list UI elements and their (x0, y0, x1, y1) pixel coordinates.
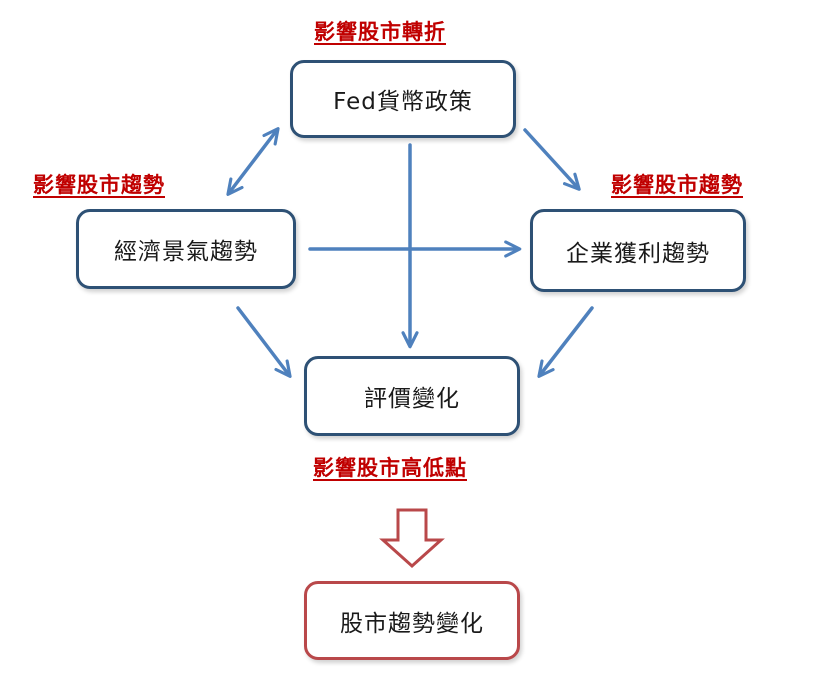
arrow-fed-earnings (523, 128, 581, 191)
node-earnings-trend: 企業獲利趨勢 (530, 209, 746, 292)
node-market-trend-change: 股市趨勢變化 (304, 581, 520, 660)
caption-economy: 影響股市趨勢 (33, 173, 165, 197)
caption-earnings: 影響股市趨勢 (611, 173, 743, 197)
node-economy-trend: 經濟景氣趨勢 (76, 209, 296, 289)
arrow-economy-valuation (236, 306, 292, 378)
arrow-fed-economy (226, 127, 280, 196)
node-valuation-change: 評價變化 (304, 356, 520, 436)
down-arrow-icon (379, 508, 445, 569)
arrow-earnings-valuation (537, 306, 594, 378)
caption-valuation: 影響股市高低點 (313, 456, 467, 480)
node-fed-policy: Fed貨幣政策 (290, 60, 516, 138)
caption-fed: 影響股市轉折 (314, 20, 446, 44)
